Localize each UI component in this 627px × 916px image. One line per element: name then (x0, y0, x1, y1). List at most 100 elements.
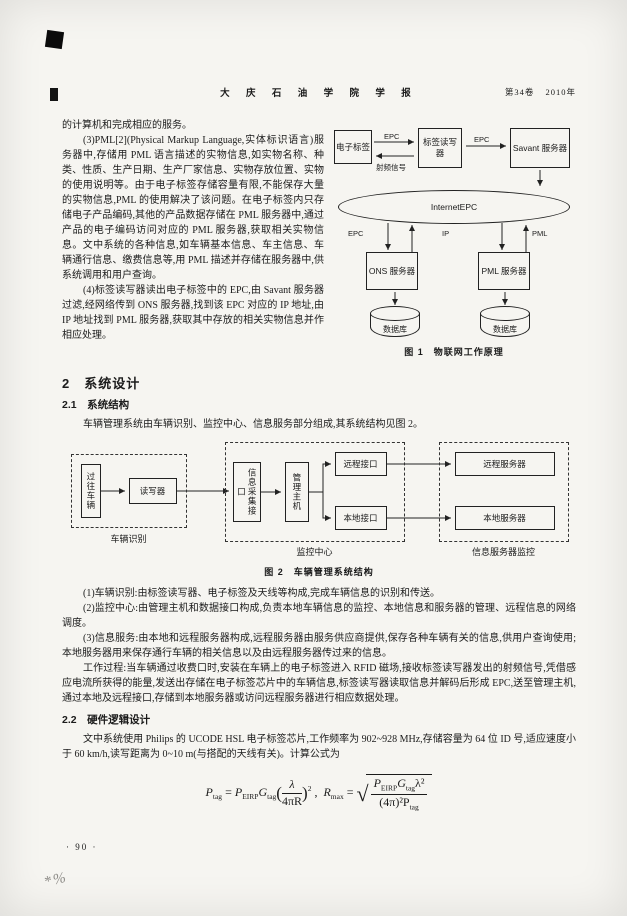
paragraph: (3)PML[2](Physical Markup Language,实体标识语… (62, 135, 324, 281)
fig1-box-ons-label: ONS 服务器 (368, 265, 416, 276)
formula-term: G (397, 776, 406, 790)
formula-radicand: PEIRPGtagλ²(4π)²Ptag (365, 774, 433, 812)
fig2-box-passing-vehicle-label: 过往车辆 (85, 472, 96, 510)
formula-term: (4π)²P (379, 795, 410, 810)
formula-term: = (346, 784, 354, 799)
fig2-box-reader: 读写器 (128, 478, 177, 504)
fig1-box-savant: Savant 服务器 (510, 128, 570, 168)
fig1-box-etag: 电子标签 (334, 130, 372, 164)
fig2-box-host-label: 管理主机 (291, 473, 302, 511)
fig1-database-label-2: 数据库 (493, 325, 517, 334)
sqrt-symbol: √ (356, 780, 369, 806)
formula-fraction: λ 4πR (281, 776, 303, 809)
fig1-epc-label-1: EPC (384, 132, 400, 141)
fig1-box-pml-server: PML 服务器 (478, 252, 530, 290)
fig2-box-reader-label: 读写器 (139, 485, 166, 496)
fig1-box-reader-label: 标签读写器 (422, 137, 457, 158)
formula-term: ) (302, 783, 308, 803)
fig2-label-monitor-center: 监控中心 (296, 547, 333, 557)
fig1-database-cylinder-2: 数据库 (480, 306, 530, 337)
formula-term: = (225, 784, 232, 799)
formula-term: tag (405, 783, 416, 793)
paragraph: (4)标签读写器读出电子标签中的 EPC,由 Savant 服务器过滤,经网络传… (62, 285, 324, 341)
fig2-box-local-interface: 本地接口 (334, 506, 387, 530)
fig2-box-remote-server-label: 远程服务器 (483, 458, 526, 469)
formula-term: PEIRPGtagλ² (370, 776, 428, 796)
fig2-box-local-server: 本地服务器 (454, 506, 555, 530)
issue-info: 第34卷 2010年 (497, 86, 576, 98)
fig1-internet-label: InternetEPC (430, 201, 478, 212)
formula-term: tag (409, 802, 419, 812)
volume-label: 第34卷 (504, 87, 535, 97)
fig2-group-monitor-center (224, 442, 405, 542)
section-2-heading: 2 系统设计 (62, 376, 141, 391)
fig1-box-ons-server: ONS 服务器 (366, 252, 418, 290)
formula-fraction: PEIRPGtagλ²(4π)²Ptag (370, 776, 428, 812)
year-label: 2010年 (545, 87, 576, 97)
fig1-box-pml-label: PML 服务器 (481, 265, 527, 276)
formula-term: tag (267, 792, 277, 802)
journal-title: 大 庆 石 油 学 院 学 报 (220, 89, 418, 99)
formula-term: P (234, 784, 243, 799)
fig2-box-collect-interface: 信息采集接口 (232, 462, 261, 522)
fig2-group-vehicle-id (70, 454, 187, 528)
formula-term: max (330, 792, 344, 802)
article-body: 电子标签 标签读写器 Savant 服务器 EPC 射频信号 EPC Inter… (62, 118, 576, 812)
intro-section: 电子标签 标签读写器 Savant 服务器 EPC 射频信号 EPC Inter… (62, 118, 576, 364)
paragraph: 的计算机和完成相应的服务。 (62, 120, 192, 131)
fig1-pml-label: PML (532, 229, 548, 238)
paragraph: 工作过程:当车辆通过收费口时,安装在车辆上的电子标签进入 RFID 磁场,接收标… (62, 663, 576, 704)
paragraph: 文中系统使用 Philips 的 UCODE HSL 电子标签芯片,工作频率为 … (62, 734, 576, 760)
section-2-1-heading: 2.1 系统结构 (62, 399, 130, 411)
paragraph: (2)监控中心:由管理主机和数据接口构成,负责本地车辆信息的监控、本地信息和服务… (62, 603, 576, 629)
formula-term: EIRP (242, 792, 259, 802)
fig2-box-remote-server: 远程服务器 (454, 452, 555, 476)
page-number: · 90 · (66, 842, 98, 852)
formula-term: λ (281, 776, 303, 794)
figure-2-system-structure: 过往车辆 读写器 信息采集接口 管理主机 远程接口 本地接口 远程服务器 本地服… (67, 440, 572, 580)
fig2-label-info-service: 信息服务器监控 (471, 547, 535, 557)
fig2-box-local-server-label: 本地服务器 (483, 512, 526, 523)
fig2-box-host: 管理主机 (284, 462, 309, 522)
fig1-box-reader: 标签读写器 (418, 128, 462, 168)
fig2-box-remote-interface-label: 远程接口 (343, 458, 378, 469)
handwritten-mark: *% (42, 869, 70, 891)
fig1-epc-label-2: EPC (474, 135, 490, 144)
fig2-label-vehicle-id: 车辆识别 (110, 534, 147, 544)
paragraph: (3)信息服务:由本地和远程服务器构成,远程服务器由服务供应商提供,保存各种车辆… (62, 633, 576, 659)
formula-term: P (205, 784, 213, 799)
fig2-box-passing-vehicle: 过往车辆 (80, 464, 101, 518)
scan-artifact (50, 88, 58, 101)
formula-term: λ (289, 776, 295, 791)
formula-term: 2 (307, 783, 312, 793)
section-2-2-heading: 2.2 硬件逻辑设计 (62, 714, 151, 726)
formula-term: G (258, 784, 268, 799)
scan-artifact (44, 29, 65, 50)
figure-1-iot-principle: 电子标签 标签读写器 Savant 服务器 EPC 射频信号 EPC Inter… (332, 120, 576, 360)
fig1-database-label-1: 数据库 (383, 325, 407, 334)
fig2-box-collect-interface-label: 信息采集接口 (236, 468, 258, 516)
fig2-box-remote-interface: 远程接口 (334, 452, 387, 476)
fig2-connectors (100, 461, 451, 521)
formula-term: ( (276, 783, 282, 803)
fig2-box-local-interface-label: 本地接口 (343, 512, 378, 523)
formula-term: (4π)²Ptag (371, 795, 428, 812)
fig1-epc-label-3: EPC (348, 229, 364, 238)
fig2-group-info-service (438, 442, 569, 542)
fig1-caption: 图 1 物联网工作原理 (404, 347, 504, 357)
fig1-internet-ellipse: InternetEPC (338, 190, 570, 224)
fig1-connectors (374, 139, 543, 305)
formula-term: tag (212, 792, 223, 802)
fig1-database-cylinder-1: 数据库 (370, 306, 420, 337)
fig2-caption: 图 2 车辆管理系统结构 (264, 567, 374, 577)
fig1-rf-label: 射频信号 (376, 163, 406, 172)
formula-term: 4πR (281, 793, 303, 808)
fig1-box-etag-label: 电子标签 (336, 141, 371, 152)
paragraph: (1)车辆识别:由标签读写器、电子标签及天线等构成,完成车辆信息的识别和传送。 (83, 588, 440, 599)
fig1-box-savant-label: Savant 服务器 (512, 142, 568, 153)
formula-term: λ² (415, 776, 425, 790)
fig1-ip-label: IP (442, 229, 450, 238)
formula-term: P (373, 776, 381, 790)
formula-term: R (323, 784, 331, 799)
